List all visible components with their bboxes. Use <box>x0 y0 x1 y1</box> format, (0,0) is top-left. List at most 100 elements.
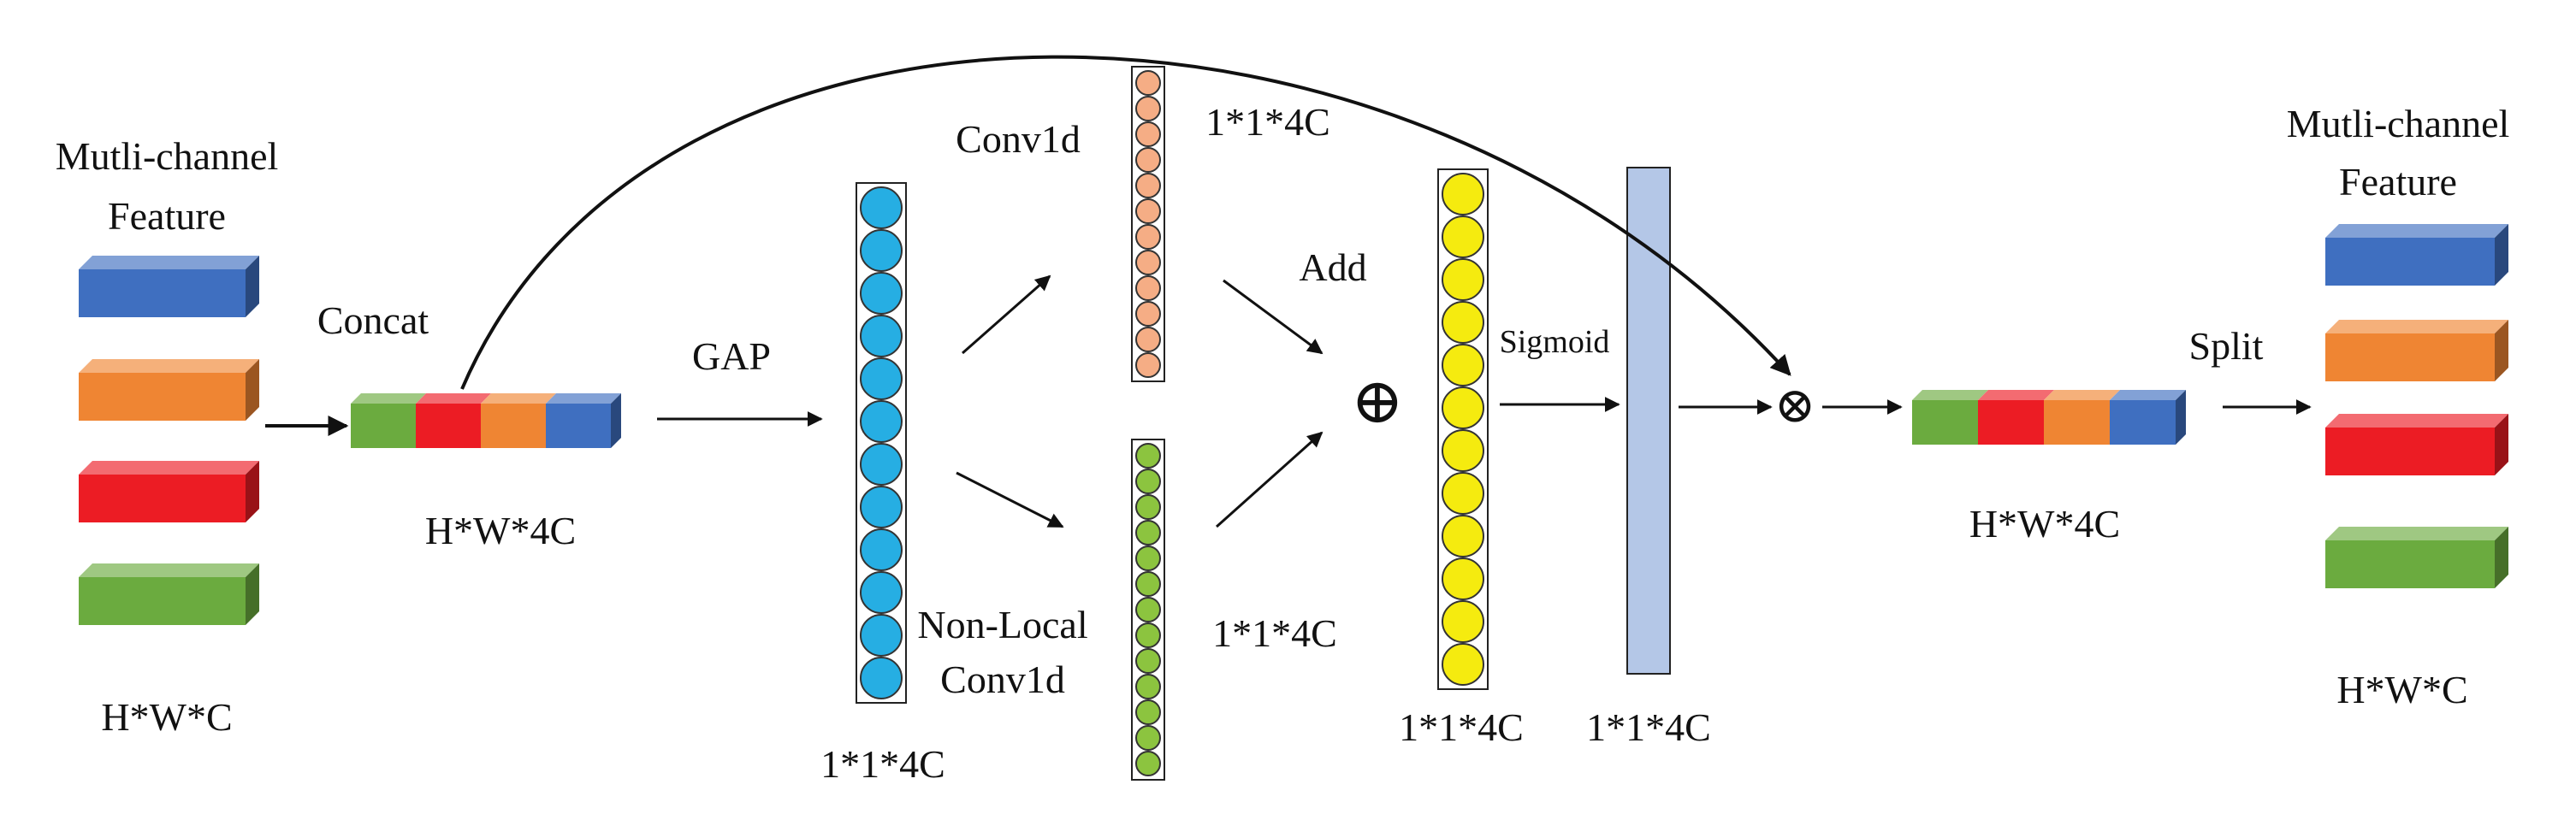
input-feature-blocks <box>79 256 259 625</box>
conv1d-dim-label: 1*1*4C <box>1205 100 1330 144</box>
conv1d-vector-cell <box>1135 275 1161 301</box>
add-vector-cell <box>1442 344 1484 386</box>
nonlocal-vector-cell <box>1135 443 1161 469</box>
nonlocal-vector-cell <box>1135 597 1161 622</box>
arrow-nonlocal-to-add <box>1216 431 1324 528</box>
add-operator-symbol: ⊕ <box>1351 367 1404 437</box>
reweighted-feature-block <box>1912 390 2186 445</box>
reweight-segment-blue <box>2110 390 2186 445</box>
gap-vector-cell <box>860 657 903 699</box>
add-label: Add <box>1299 245 1366 289</box>
add-dim-label: 1*1*4C <box>1399 705 1524 749</box>
conv1d-label: Conv1d <box>956 117 1081 161</box>
output-feature-red <box>2325 414 2508 475</box>
input-feature-orange <box>79 359 259 421</box>
nonlocal-vector-cell <box>1135 674 1161 699</box>
reweight-segment-green <box>1912 390 1988 445</box>
sigmoid-vector-bar <box>1626 167 1671 675</box>
nonlocal-vector-cell <box>1135 751 1161 776</box>
add-vector-cell <box>1442 429 1484 472</box>
nonlocal-vector-cell <box>1135 725 1161 751</box>
gap-vector-cell <box>860 571 903 614</box>
gap-dim-label: 1*1*4C <box>820 742 945 786</box>
add-vector-cell <box>1442 258 1484 301</box>
conv1d-vector-column <box>1131 66 1165 382</box>
gap-vector-cell <box>860 229 903 272</box>
sigmoid-dim-label: 1*1*4C <box>1586 705 1711 749</box>
concat-segment-blue <box>546 393 621 448</box>
gap-vector-column <box>856 182 907 704</box>
reweight-side-face <box>2176 390 2186 445</box>
conv1d-vector-frame <box>1131 66 1165 382</box>
split-label: Split <box>2189 324 2264 368</box>
input-feature-blue <box>79 256 259 317</box>
input-dim-label: H*W*C <box>101 695 232 739</box>
gap-vector-cell <box>860 272 903 315</box>
conv1d-vector-cell <box>1135 147 1161 173</box>
gap-vector-cell <box>860 400 903 443</box>
input-title-line2: Feature <box>108 194 226 238</box>
nonlocal-vector-cell <box>1135 699 1161 725</box>
arrow-conv1d-to-add <box>1223 279 1324 355</box>
reweight-segment-orange <box>2044 390 2120 445</box>
nonlocal-vector-cell <box>1135 648 1161 674</box>
reweight-dim-label: H*W*4C <box>1969 502 2120 546</box>
output-title-line2: Feature <box>2339 160 2457 204</box>
input-title-line1: Mutli-channel <box>56 134 279 178</box>
gap-label: GAP <box>692 334 771 378</box>
concat-segment-green <box>351 393 426 448</box>
gap-vector-cell <box>860 315 903 357</box>
conv1d-vector-cell <box>1135 327 1161 352</box>
nonlocal-vector-cell <box>1135 546 1161 571</box>
conv1d-vector-cell <box>1135 250 1161 275</box>
conv1d-vector-cell <box>1135 70 1161 96</box>
gap-vector-cell <box>860 357 903 400</box>
output-feature-green <box>2325 527 2508 588</box>
nonlocal-vector-cell <box>1135 494 1161 520</box>
gap-vector-cell <box>860 486 903 528</box>
conv1d-vector-cell <box>1135 224 1161 250</box>
nonlocal-label-line2: Conv1d <box>940 658 1065 701</box>
gap-vector-cell <box>860 614 903 657</box>
add-vector-cell <box>1442 515 1484 557</box>
gap-vector-frame <box>856 182 907 704</box>
concat-feature-block <box>351 393 621 448</box>
add-vector-frame <box>1437 168 1489 690</box>
conv1d-vector-cell <box>1135 198 1161 224</box>
nonlocal-conv1d-vector-column <box>1131 439 1165 781</box>
nonlocal-vector-cell <box>1135 571 1161 597</box>
add-vector-cell <box>1442 472 1484 515</box>
conv1d-vector-cell <box>1135 352 1161 378</box>
output-feature-orange <box>2325 320 2508 381</box>
reweight-segment-red <box>1978 390 2054 445</box>
conv1d-vector-cell <box>1135 301 1161 327</box>
output-feature-blue <box>2325 224 2508 286</box>
add-vector-cell <box>1442 301 1484 344</box>
output-dim-label: H*W*C <box>2336 668 2467 711</box>
arrow-gap-to-conv1d <box>962 274 1051 355</box>
add-vector-cell <box>1442 386 1484 429</box>
sigmoid-label: Sigmoid <box>1500 324 1610 360</box>
add-vector-cell <box>1442 643 1484 686</box>
concat-label: Concat <box>317 298 429 342</box>
gap-vector-cell <box>860 528 903 571</box>
input-feature-red <box>79 461 259 522</box>
nonlocal-vector-frame <box>1131 439 1165 781</box>
nonlocal-vector-cell <box>1135 622 1161 648</box>
arrow-gap-to-nonlocal <box>956 471 1064 528</box>
add-vector-column <box>1437 168 1489 690</box>
multiply-operator-symbol: ⊗ <box>1774 377 1816 433</box>
add-vector-cell <box>1442 173 1484 215</box>
gap-vector-cell <box>860 443 903 486</box>
add-vector-cell <box>1442 600 1484 643</box>
output-feature-blocks <box>2325 224 2508 588</box>
nonlocal-dim-label: 1*1*4C <box>1212 611 1337 655</box>
nonlocal-vector-cell <box>1135 469 1161 494</box>
input-feature-green <box>79 563 259 625</box>
gap-vector-cell <box>860 186 903 229</box>
concat-side-face <box>611 393 621 448</box>
add-vector-cell <box>1442 557 1484 600</box>
concat-dim-label: H*W*4C <box>425 509 576 552</box>
nonlocal-label-line1: Non-Local <box>917 603 1087 646</box>
